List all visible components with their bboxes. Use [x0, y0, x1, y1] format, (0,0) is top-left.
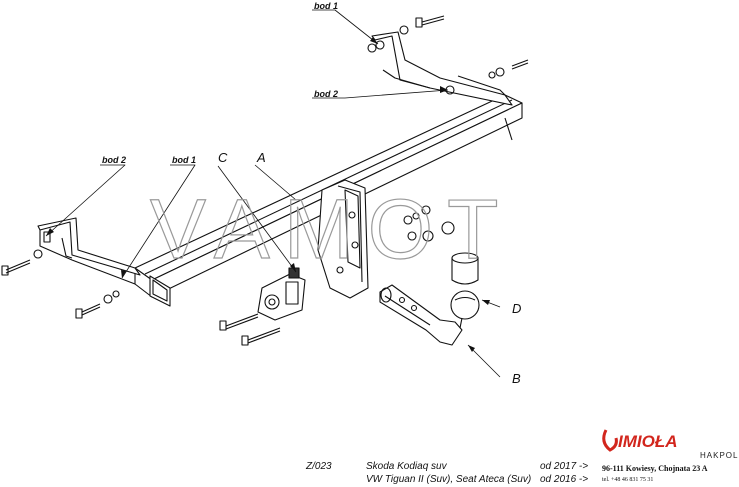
leader-arrows [46, 37, 490, 352]
tow-ball [450, 290, 480, 329]
date-line-2: od 2016 -> [540, 474, 588, 485]
socket-plate [257, 267, 306, 321]
brand-sub: HAKPOL [700, 451, 738, 460]
watermark-text: VAMOT [150, 182, 512, 276]
label-bod1-top: bod 1 [314, 1, 338, 11]
bolts [1, 15, 529, 346]
brand-tel: tel. +48 46 831 75 31 [602, 477, 653, 483]
date-line-1: od 2017 -> [540, 461, 588, 472]
vehicle-line-2: VW Tiguan II (Suv), Seat Ateca (Suv) [366, 474, 531, 485]
label-d: D [512, 301, 521, 316]
label-bod2-mid: bod 2 [314, 89, 338, 99]
brand-name: IMIOŁA [618, 432, 678, 451]
brand-logo: IMIOŁA HAKPOL [602, 429, 738, 460]
ball-cap [451, 252, 479, 285]
center-plate [317, 179, 369, 299]
brand-address: 96-111 Kowiesy, Chojnata 23 A [602, 464, 708, 473]
label-bod1-left: bod 1 [172, 155, 196, 165]
label-c: C [218, 150, 228, 165]
label-bod2-left: bod 2 [102, 155, 126, 165]
label-a: A [256, 150, 266, 165]
drawing-code: Z/023 [305, 461, 332, 472]
label-b: B [512, 371, 521, 386]
vehicle-line-1: Skoda Kodiaq suv [366, 461, 448, 472]
left-bracket [37, 217, 141, 285]
ball-neck [379, 284, 463, 346]
leader-lines [45, 9, 501, 378]
